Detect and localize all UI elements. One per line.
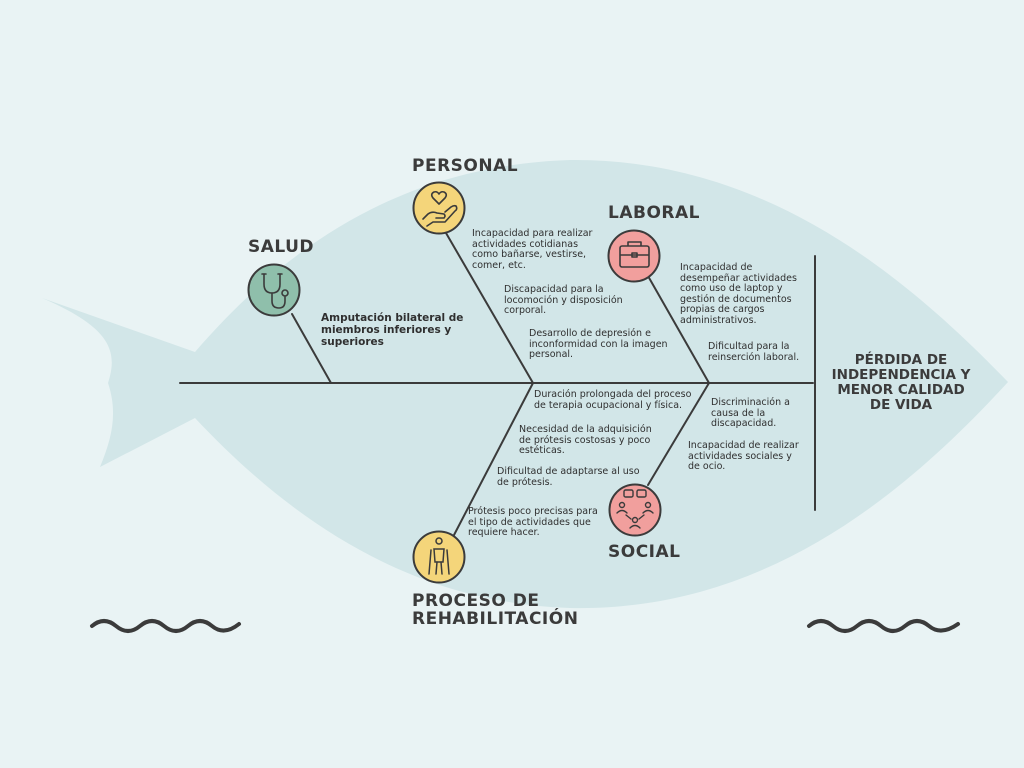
cause-line: como uso de laptop y <box>680 283 783 294</box>
cause-rehabilitacion-4: Prótesis poco precisas para el tipo de a… <box>468 506 598 539</box>
cause-line: Incapacidad para realizar <box>472 228 593 239</box>
stethoscope-icon <box>261 273 289 309</box>
cause-line: Dificultad para la <box>708 341 790 352</box>
cause-line: de prótesis costosas y poco <box>519 434 651 446</box>
bone-rehabilitacion <box>453 382 534 536</box>
cause-line: Amputación bilateral de <box>321 312 464 324</box>
rehabilitacion-icon-circle <box>412 530 466 584</box>
cause-personal-3: Desarrollo de depresión e inconformidad … <box>529 328 668 361</box>
cause-line: actividades sociales y <box>688 450 792 462</box>
cause-line: Prótesis poco precisas para <box>468 506 598 517</box>
cause-line: inconformidad con la imagen <box>529 338 668 350</box>
cause-line: de terapia ocupacional y física. <box>534 399 683 411</box>
cause-line: actividades cotidianas <box>472 238 579 250</box>
cause-rehabilitacion-2: Necesidad de la adquisición de prótesis … <box>519 424 652 457</box>
cause-line: superiores <box>321 336 384 348</box>
cause-line: Incapacidad de realizar <box>688 440 799 451</box>
cause-line: causa de la <box>711 407 766 419</box>
cause-line: personal. <box>529 349 574 360</box>
cause-line: estéticas. <box>519 445 565 456</box>
effect-line: DE VIDA <box>869 397 933 413</box>
briefcase-icon <box>619 241 650 268</box>
cause-social-1: Discriminación a causa de la discapacida… <box>711 397 790 430</box>
cause-line: administrativos. <box>680 314 757 326</box>
cause-line: el tipo de actividades que <box>468 516 591 528</box>
hand-heart-icon <box>422 190 458 227</box>
cause-line: desempeñar actividades <box>680 272 797 284</box>
category-title-salud: SALUD <box>248 237 315 257</box>
cause-personal-1: Incapacidad para realizar actividades co… <box>472 228 593 271</box>
category-title-social: SOCIAL <box>608 542 681 562</box>
cause-line: Necesidad de la adquisición <box>519 424 652 435</box>
cause-line: como bañarse, vestirse, <box>472 249 587 260</box>
social-icon-circle <box>608 483 662 537</box>
bone-social <box>647 382 710 486</box>
effect-line: INDEPENDENCIA Y <box>831 367 971 383</box>
cause-line: requiere hacer. <box>468 527 540 538</box>
cause-line: Desarrollo de depresión e <box>529 328 651 339</box>
category-title-rehabilitacion-line2: REHABILITACIÓN <box>412 609 579 629</box>
cause-personal-2: Discapacidad para la locomoción y dispos… <box>504 284 623 317</box>
cause-line: Discriminación a <box>711 397 790 408</box>
bone-personal <box>445 232 534 384</box>
cause-line: de ocio. <box>688 461 726 472</box>
people-network-icon <box>616 489 654 529</box>
cause-line: reinserción laboral. <box>708 351 800 363</box>
effect-line: PÉRDIDA DE <box>854 352 948 368</box>
personal-icon-circle <box>412 181 466 235</box>
cause-laboral-1: Incapacidad de desempeñar actividades co… <box>680 262 797 326</box>
category-title-laboral: LABORAL <box>608 203 700 223</box>
cause-line: gestión de documentos <box>680 293 792 305</box>
cause-line: Discapacidad para la <box>504 284 604 295</box>
cause-line: comer, etc. <box>472 259 526 271</box>
cause-line: locomoción y disposición <box>504 294 623 306</box>
bone-laboral <box>647 275 710 384</box>
effect-title: PÉRDIDA DE INDEPENDENCIA Y MENOR CALIDAD… <box>822 353 980 413</box>
cause-line: Incapacidad de <box>680 262 753 273</box>
cause-line: miembros inferiores y <box>321 324 452 336</box>
effect-line: MENOR CALIDAD <box>837 382 965 398</box>
laboral-icon-circle <box>607 229 661 283</box>
bone-salud <box>291 313 332 384</box>
wave-decoration-right <box>807 619 960 633</box>
wave-decoration-left <box>90 619 241 633</box>
cause-line: de prótesis. <box>497 476 553 488</box>
cause-line: discapacidad. <box>711 418 777 429</box>
cause-laboral-2: Dificultad para la reinserción laboral. <box>708 341 800 363</box>
person-crutches-icon <box>428 537 450 575</box>
cause-rehabilitacion-3: Dificultad de adaptarse al uso de prótes… <box>497 466 640 488</box>
cause-line: Dificultad de adaptarse al uso <box>497 466 640 477</box>
cause-line: corporal. <box>504 305 547 316</box>
cause-rehabilitacion-1: Duración prolongada del proceso de terap… <box>534 389 692 411</box>
salud-icon-circle <box>247 263 301 317</box>
cause-social-2: Incapacidad de realizar actividades soci… <box>688 440 799 473</box>
cause-line: propias de cargos <box>680 304 765 315</box>
category-title-rehabilitacion-line1: PROCESO DE <box>412 591 540 611</box>
cause-line: Duración prolongada del proceso <box>534 389 692 400</box>
cause-salud-1: Amputación bilateral de miembros inferio… <box>321 312 463 348</box>
category-title-personal: PERSONAL <box>412 156 519 176</box>
